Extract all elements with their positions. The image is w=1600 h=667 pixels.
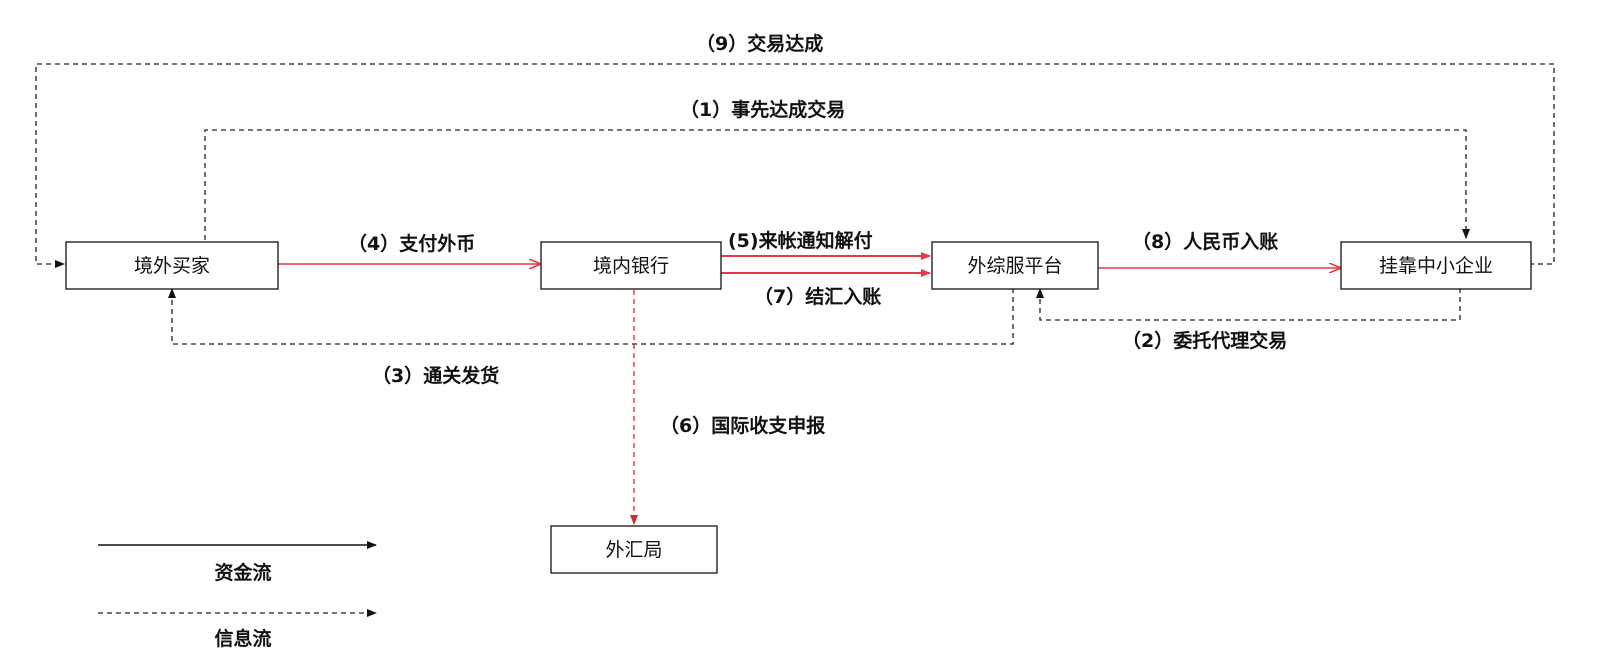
node-sme: 挂靠中小企业 — [1340, 241, 1532, 290]
node-platform: 外综服平台 — [931, 241, 1099, 290]
node-safe: 外汇局 — [550, 525, 718, 574]
svg-text:境内银行: 境内银行 — [593, 255, 669, 277]
edge-5-label: (5)来帐通知解付 — [728, 229, 873, 252]
edge-2-line — [1036, 288, 1461, 321]
edge-9-label: （9）交易达成 — [696, 32, 823, 55]
edge-4-label: （4）支付外币 — [348, 232, 475, 255]
node-buyer: 境外买家 — [65, 241, 279, 290]
svg-text:境外买家: 境外买家 — [134, 255, 210, 277]
svg-text:外综服平台: 外综服平台 — [967, 255, 1062, 277]
legend: 资金流 信息流 — [98, 541, 377, 650]
edge-2-label: （2）委托代理交易 — [1122, 329, 1287, 352]
edge-3-label: （3）通关发货 — [372, 364, 499, 387]
edge-9-line — [35, 63, 1555, 268]
node-bank: 境内银行 — [540, 241, 722, 290]
edge-1-label: （1）事先达成交易 — [680, 98, 845, 121]
edge-8-label: （8）人民币入账 — [1132, 230, 1278, 253]
svg-text:外汇局: 外汇局 — [605, 539, 662, 561]
edge-6-label: （6）国际收支申报 — [660, 414, 825, 437]
svg-text:挂靠中小企业: 挂靠中小企业 — [1379, 255, 1493, 277]
edge-7-label: （7）结汇入账 — [754, 285, 881, 308]
edge-1-line — [204, 129, 1470, 240]
edge-3-line — [168, 288, 1014, 345]
legend-money-label: 资金流 — [214, 561, 271, 584]
legend-info-label: 信息流 — [214, 627, 271, 650]
